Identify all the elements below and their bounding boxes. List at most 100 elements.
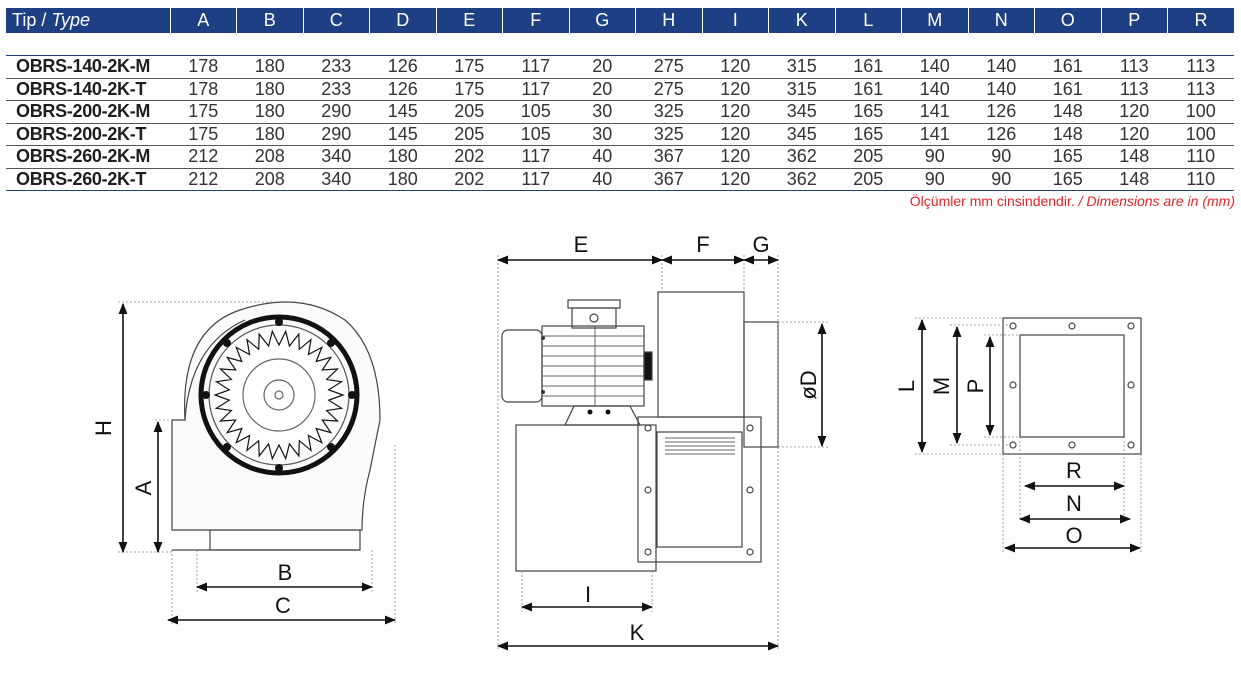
- dimension-value-cell: 100: [1167, 123, 1234, 146]
- dim-label-i: I: [585, 582, 591, 607]
- dimension-value-cell: 290: [303, 100, 370, 124]
- dimension-value-cell: 110: [1167, 145, 1234, 169]
- column-header: H: [635, 8, 702, 33]
- dimension-value-cell: 126: [968, 100, 1035, 124]
- dimension-value-cell: 212: [170, 168, 237, 191]
- column-header: F: [502, 8, 569, 33]
- table-spacer-row: [6, 33, 1234, 56]
- side-view: [496, 255, 828, 651]
- flange-hole: [1127, 441, 1135, 449]
- dimension-value-cell: 290: [303, 123, 370, 146]
- dimension-value-cell: 148: [1034, 123, 1101, 146]
- column-header: D: [369, 8, 436, 33]
- dim-label-c: C: [275, 593, 291, 618]
- dimension-value-cell: 362: [768, 145, 835, 169]
- ring-bolt: [327, 443, 335, 451]
- dimension-value-cell: 178: [170, 78, 237, 101]
- dim-label-d: øD: [796, 370, 821, 399]
- ring-bolt: [223, 339, 231, 347]
- flange-plate: [1002, 317, 1142, 455]
- dim-label-g: G: [752, 232, 769, 257]
- dim-label-p: P: [963, 379, 988, 394]
- flange-hole: [644, 424, 652, 432]
- dimension-value-cell: 161: [1034, 55, 1101, 79]
- dimension-value-cell: 180: [369, 145, 436, 169]
- housing-inlet-edge: [184, 319, 246, 421]
- front-view: [118, 301, 397, 625]
- dimension-value-cell: 165: [835, 100, 902, 124]
- column-header: C: [302, 8, 370, 33]
- dimension-value-cell: 90: [968, 168, 1035, 191]
- dimension-value-cell: 175: [436, 78, 503, 101]
- dimension-value-cell: 20: [569, 55, 636, 79]
- dimension-value-cell: 148: [1101, 168, 1168, 191]
- terminal-box-screw: [589, 313, 599, 323]
- dimension-value-cell: 105: [502, 100, 569, 124]
- dim-label-o: O: [1065, 523, 1082, 548]
- dimension-value-cell: 30: [569, 123, 636, 146]
- dimension-value-cell: 325: [635, 100, 702, 124]
- dimension-value-cell: 208: [236, 168, 303, 191]
- dimension-value-cell: 165: [835, 123, 902, 146]
- dimension-value-cell: 105: [502, 123, 569, 146]
- motor-end-cap: [501, 329, 543, 403]
- dimension-value-cell: 113: [1167, 55, 1234, 79]
- flange-hole: [746, 424, 754, 432]
- dimension-value-cell: 40: [569, 145, 636, 169]
- dimension-value-cell: 161: [835, 78, 902, 101]
- flange-view: [915, 317, 1142, 553]
- dimension-value-cell: 120: [702, 123, 769, 146]
- dimension-value-cell: 202: [436, 145, 503, 169]
- flange-hole: [746, 486, 754, 494]
- model-name-cell: OBRS-200-2K-M: [6, 100, 170, 124]
- dimensions-unit-note: Ölçümler mm cinsindendir. / Dimensions a…: [909, 193, 1235, 209]
- terminal-box: [571, 307, 617, 329]
- base-frame: [515, 424, 657, 572]
- dim-label-m: M: [929, 377, 954, 395]
- impeller-hub-outer: [242, 358, 316, 432]
- dimension-value-cell: 113: [1167, 78, 1234, 101]
- ring-bolts: [202, 318, 356, 472]
- dimension-value-cell: 140: [901, 78, 968, 101]
- impeller-blades: [213, 329, 345, 461]
- table-header-row: Tip / Type A B C D E F G H I K L M N O P…: [6, 8, 1234, 33]
- dimension-value-cell: 362: [768, 168, 835, 191]
- type-column-header: Tip / Type: [6, 8, 170, 33]
- flange-hole: [644, 548, 652, 556]
- dimension-value-cell: 90: [901, 168, 968, 191]
- dim-label-l: L: [894, 380, 919, 392]
- dimension-value-cell: 148: [1101, 145, 1168, 169]
- dimension-value-cell: 367: [635, 168, 702, 191]
- dimension-value-cell: 140: [901, 55, 968, 79]
- dimension-value-cell: 117: [502, 168, 569, 191]
- flange-hole: [1009, 381, 1017, 389]
- column-header: E: [435, 8, 503, 33]
- motor-shaft-flange: [643, 351, 653, 381]
- ring-bolt: [275, 318, 283, 326]
- dimension-value-cell: 205: [436, 100, 503, 124]
- dimension-value-cell: 315: [768, 55, 835, 79]
- column-header: N: [967, 8, 1035, 33]
- column-header: K: [768, 8, 835, 33]
- dimension-value-cell: 90: [968, 145, 1035, 169]
- dimension-value-cell: 161: [1034, 78, 1101, 101]
- dimension-value-cell: 120: [702, 100, 769, 124]
- dimension-value-cell: 20: [569, 78, 636, 101]
- terminal-box-top: [567, 299, 621, 309]
- dimension-value-cell: 117: [502, 78, 569, 101]
- dimension-value-cell: 117: [502, 55, 569, 79]
- dim-label-b: B: [278, 560, 293, 585]
- bracket-bolt: [605, 409, 611, 415]
- dimension-value-cell: 165: [1034, 145, 1101, 169]
- dimension-value-cell: 233: [303, 55, 370, 79]
- dimension-value-cell: 275: [635, 78, 702, 101]
- column-header: R: [1167, 8, 1234, 33]
- model-name-cell: OBRS-260-2K-T: [6, 168, 170, 191]
- dimension-value-cell: 120: [702, 145, 769, 169]
- dimension-value-cell: 175: [436, 55, 503, 79]
